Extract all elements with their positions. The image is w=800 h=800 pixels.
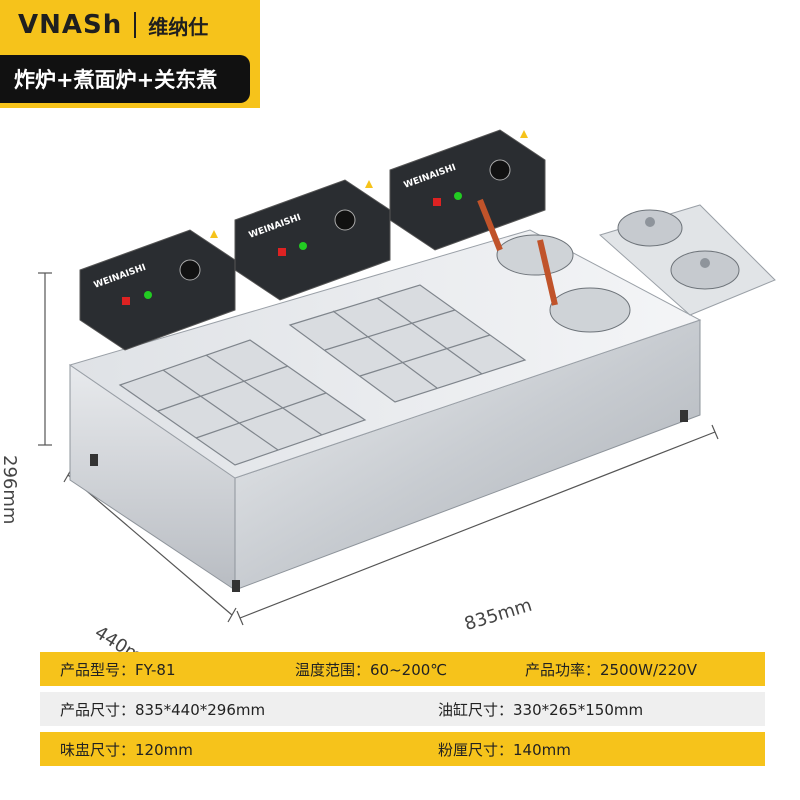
logo: VNASh 维纳仕 [18, 6, 208, 44]
title-banner: 炸炉+煮面炉+关东煮 [0, 55, 250, 103]
spec-model: 产品型号：FY-81 [60, 660, 176, 679]
product-image: WEINAISHI WEINAISHI WEINAISHI [0, 110, 800, 677]
spec-product-size: 产品尺寸：835*440*296mm [60, 700, 266, 719]
spec-row-3: 味盅尺寸：120mm 粉厘尺寸：140mm [40, 732, 765, 766]
oden-grid-wells [118, 284, 527, 466]
specs-table: 产品型号：FY-81 温度范围：60~200℃ 产品功率：2500W/220V … [40, 652, 765, 772]
soup-pots [598, 204, 776, 316]
dimension-lines [38, 272, 719, 626]
logo-wordmark: VNASh [18, 10, 123, 40]
spec-power: 产品功率：2500W/220V [525, 660, 697, 679]
spec-row-1: 产品型号：FY-81 温度范围：60~200℃ 产品功率：2500W/220V [40, 652, 765, 686]
brand-bar: VNASh 维纳仕 [0, 0, 800, 50]
fryer-illustration: WEINAISHI WEINAISHI WEINAISHI [38, 129, 776, 626]
page-title: 炸炉+煮面炉+关东煮 [14, 68, 218, 92]
spec-soup-pot-size: 味盅尺寸：120mm [60, 740, 193, 759]
height-dimension-label: 296mm [0, 455, 20, 525]
control-panels [79, 129, 546, 351]
spec-noodle-basket-size: 粉厘尺寸：140mm [438, 740, 571, 759]
spec-row-2: 产品尺寸：835*440*296mm 油缸尺寸：330*265*150mm [40, 692, 765, 726]
spec-oil-tank-size: 油缸尺寸：330*265*150mm [438, 700, 644, 719]
fry-baskets [477, 198, 631, 333]
spec-temperature: 温度范围：60~200℃ [295, 660, 448, 679]
logo-divider [134, 12, 137, 38]
brand-name-cn: 维纳仕 [148, 14, 209, 39]
